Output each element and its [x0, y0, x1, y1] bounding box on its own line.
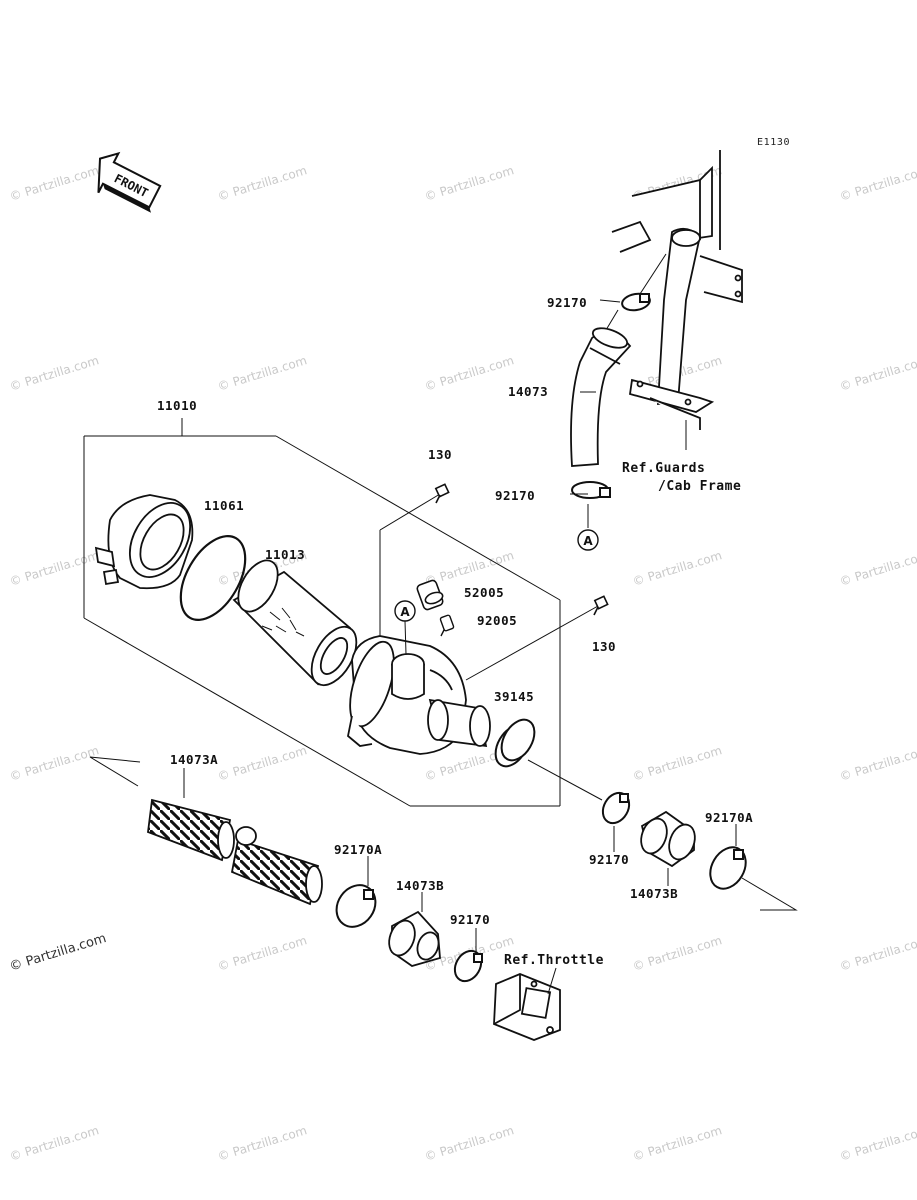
bellows-hose-14073a-1 [147, 798, 235, 862]
part-92170-low-label[interactable]: 92170 [450, 912, 491, 927]
part-14073b-right-label[interactable]: 14073B [630, 886, 679, 901]
hose-clamp-92170-right [601, 791, 631, 825]
ref-guards-line2: /Cab Frame [658, 479, 742, 494]
svg-text:A: A [583, 534, 593, 548]
upper-leader-line [639, 253, 667, 295]
marker-a-body: A [394, 600, 416, 622]
part-52005-label[interactable]: 52005 [464, 585, 505, 600]
clamp-to-duct-leader [605, 309, 619, 331]
bellows-hose-14073a-2 [230, 826, 323, 906]
filter-element-11013 [232, 559, 358, 687]
part-92170-right-label[interactable]: 92170 [589, 852, 630, 867]
hose-clamp-92170-mid [571, 481, 611, 499]
assembly-bracket-lines [83, 418, 603, 807]
throttle-leader [547, 967, 557, 995]
fitting-92005 [439, 614, 455, 637]
ref-throttle-label: Ref.Throttle [504, 953, 604, 968]
part-14073a-label[interactable]: 14073A [170, 752, 219, 767]
air-box-cover [94, 494, 194, 590]
direction-arrow-left [89, 756, 141, 787]
a-leader-body [404, 620, 407, 655]
ref-guards-line1: Ref.Guards [622, 461, 706, 476]
part-92170a-left-label[interactable]: 92170A [334, 842, 383, 857]
part-130-right-label[interactable]: 130 [592, 639, 617, 654]
boot-14073b-right [640, 810, 696, 868]
air-box-housing [347, 635, 491, 755]
direction-arrow-right [741, 877, 798, 911]
svg-text:A: A [400, 605, 410, 619]
part-92170a-right-label[interactable]: 92170A [705, 810, 754, 825]
hose-clamp-92170a-left [335, 884, 377, 928]
hose-clamp-92170a-right [709, 846, 747, 890]
part-92170-upper-label[interactable]: 92170 [547, 295, 588, 310]
part-14073b-left-label[interactable]: 14073B [396, 878, 445, 893]
part-92005-label[interactable]: 92005 [477, 613, 518, 628]
front-arrow-icon: FRONT [97, 151, 162, 213]
intake-duct-14073 [570, 327, 632, 467]
part-11010-label[interactable]: 11010 [157, 398, 198, 413]
screw-130-top [434, 483, 450, 504]
hose-clamp-92170-low [453, 949, 483, 983]
part-11061-label[interactable]: 11061 [204, 498, 245, 513]
upper-clamp-leader [599, 299, 621, 303]
screw-130-right [593, 595, 609, 616]
guards-cab-frame [611, 150, 743, 430]
o-ring-11061 [179, 534, 247, 622]
throttle-body [493, 973, 561, 1041]
marker-a-top: A [577, 529, 599, 551]
diagram-code: E1130 [757, 137, 791, 148]
part-92170-mid-label[interactable]: 92170 [495, 488, 536, 503]
ref-guards-label: Ref.Guards /Cab Frame [622, 460, 741, 496]
drain-cap-52005 [416, 579, 444, 611]
part-14073-label[interactable]: 14073 [508, 384, 549, 399]
seal-ring-39145 [494, 718, 536, 768]
hose-clamp-92170-upper [621, 292, 651, 312]
part-39145-label[interactable]: 39145 [494, 689, 535, 704]
part-11013-label[interactable]: 11013 [265, 547, 306, 562]
part-130-top-label[interactable]: 130 [428, 447, 453, 462]
boot-14073b-left [388, 910, 441, 967]
